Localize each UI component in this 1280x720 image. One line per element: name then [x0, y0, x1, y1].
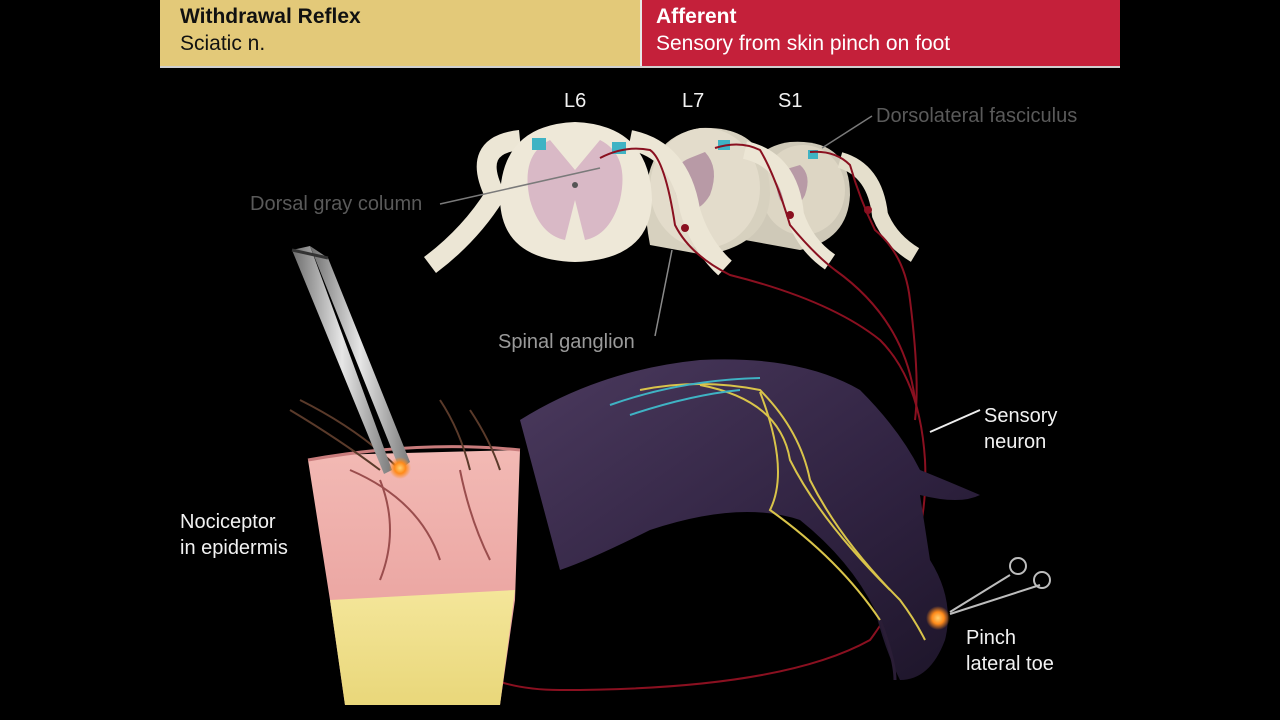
nociceptor-glow [389, 457, 411, 479]
title-bar: Withdrawal Reflex Sciatic n. Afferent Se… [160, 0, 1120, 68]
nociceptor-label-line1: Nociceptor [180, 511, 276, 533]
segment-label-s1: S1 [778, 90, 803, 112]
skin-block [307, 445, 521, 705]
forceps [291, 246, 410, 474]
sensory-neuron-label-line1: Sensory [984, 405, 1058, 427]
spinal-ganglion-label: Spinal ganglion [498, 331, 635, 353]
afferent-subtitle: Sensory from skin pinch on foot [656, 32, 951, 55]
reflex-subtitle: Sciatic n. [180, 32, 266, 55]
afferent-panel: Afferent Sensory from skin pinch on foot [640, 0, 1120, 66]
dorsolateral-leader [821, 115, 873, 149]
nociceptor-label-line2: in epidermis [180, 537, 288, 559]
hind-limb [520, 359, 980, 681]
ganglion-leader [654, 249, 673, 337]
sensory-neuron-label-line2: neuron [984, 431, 1047, 453]
scissors-icon [949, 557, 1051, 615]
dorsolateral-fasciculus-label: Dorsolateral fasciculus [876, 105, 1078, 127]
pinch-label-line1: Pinch [966, 627, 1017, 649]
reflex-title: Withdrawal Reflex [180, 5, 361, 28]
hairs [289, 399, 501, 471]
dorsal-gray-leader [439, 167, 601, 205]
limb-nerves [609, 377, 926, 641]
spinal-segment-l6 [423, 122, 818, 276]
pinch-label-line2: lateral toe [966, 653, 1054, 675]
pinch-glow [926, 606, 950, 630]
segment-label-l7: L7 [682, 90, 705, 112]
reflex-panel: Withdrawal Reflex Sciatic n. [160, 0, 640, 66]
segment-label-l6: L6 [564, 90, 587, 112]
dorsal-gray-column-label: Dorsal gray column [250, 193, 423, 215]
afferent-title: Afferent [656, 5, 737, 28]
sensory-neuron-leader [929, 409, 981, 433]
